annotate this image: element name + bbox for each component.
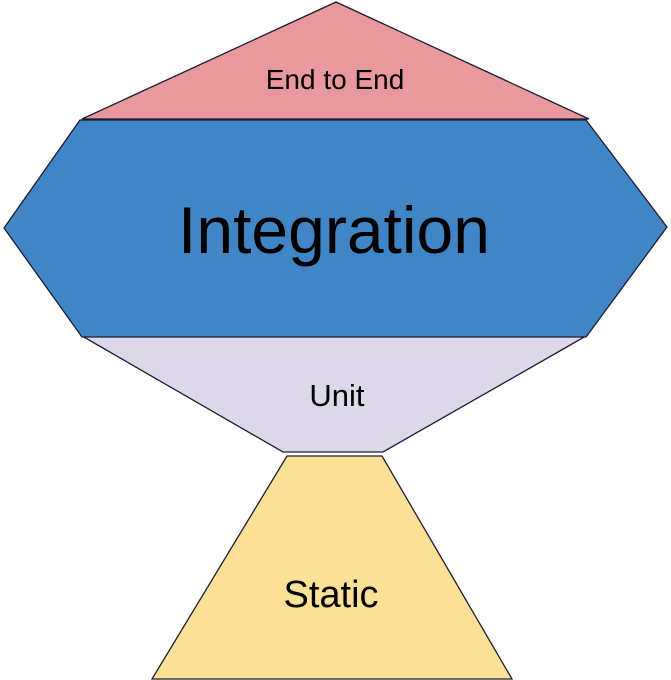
unit-label: Unit: [309, 378, 365, 413]
integration-label: Integration: [178, 193, 490, 267]
end-to-end-label: End to End: [266, 64, 405, 95]
integration-shape: [3, 119, 668, 338]
static-shape: [150, 455, 514, 680]
static-label: Static: [283, 574, 378, 616]
end-to-end-shape: [81, 1, 590, 120]
